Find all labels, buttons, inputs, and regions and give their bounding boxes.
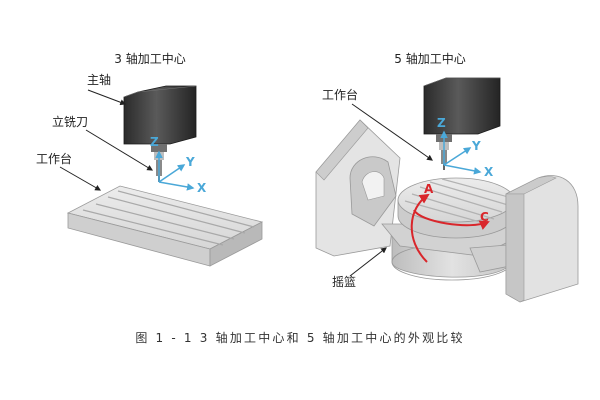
right-table-label: 工作台 — [322, 87, 358, 102]
cradle-right-support — [505, 175, 579, 303]
left-table-label: 工作台 — [36, 151, 72, 166]
right-panel: 5 轴加工中心 — [315, 51, 579, 303]
left-y-axis-label: Y — [185, 155, 195, 169]
right-axis-triad: Z Y X — [437, 116, 494, 179]
cutter-label: 立铣刀 — [52, 114, 88, 129]
cradle-left-support — [315, 119, 401, 257]
right-z-axis-label: Z — [437, 116, 446, 130]
left-panel-title: 3 轴加工中心 — [114, 51, 185, 66]
cradle-leader — [349, 247, 387, 277]
cradle-label: 摇篮 — [332, 274, 356, 289]
left-z-axis-label: Z — [150, 135, 159, 149]
right-spindle — [423, 77, 501, 170]
left-axis-triad: Z Y X — [150, 135, 207, 195]
right-table-leader — [351, 103, 433, 161]
rotary-a-label: A — [424, 182, 434, 196]
spindle-leader — [87, 89, 127, 106]
rotary-axis-arrows: A C — [410, 182, 490, 263]
cutter-leader — [85, 129, 154, 171]
left-x-axis-label: X — [197, 181, 207, 195]
left-table-leader — [59, 166, 102, 191]
spindle-label: 主轴 — [87, 72, 111, 87]
rotary-c-label: C — [480, 210, 489, 224]
figure-caption: 图 1 - 1 3 轴加工中心和 5 轴加工中心的外观比较 — [135, 331, 465, 345]
right-panel-title: 5 轴加工中心 — [394, 51, 465, 66]
right-x-axis-label: X — [484, 165, 494, 179]
right-y-axis-label: Y — [471, 139, 481, 153]
left-panel: 3 轴加工中心 Z Y — [36, 51, 264, 267]
left-worktable — [66, 185, 264, 267]
